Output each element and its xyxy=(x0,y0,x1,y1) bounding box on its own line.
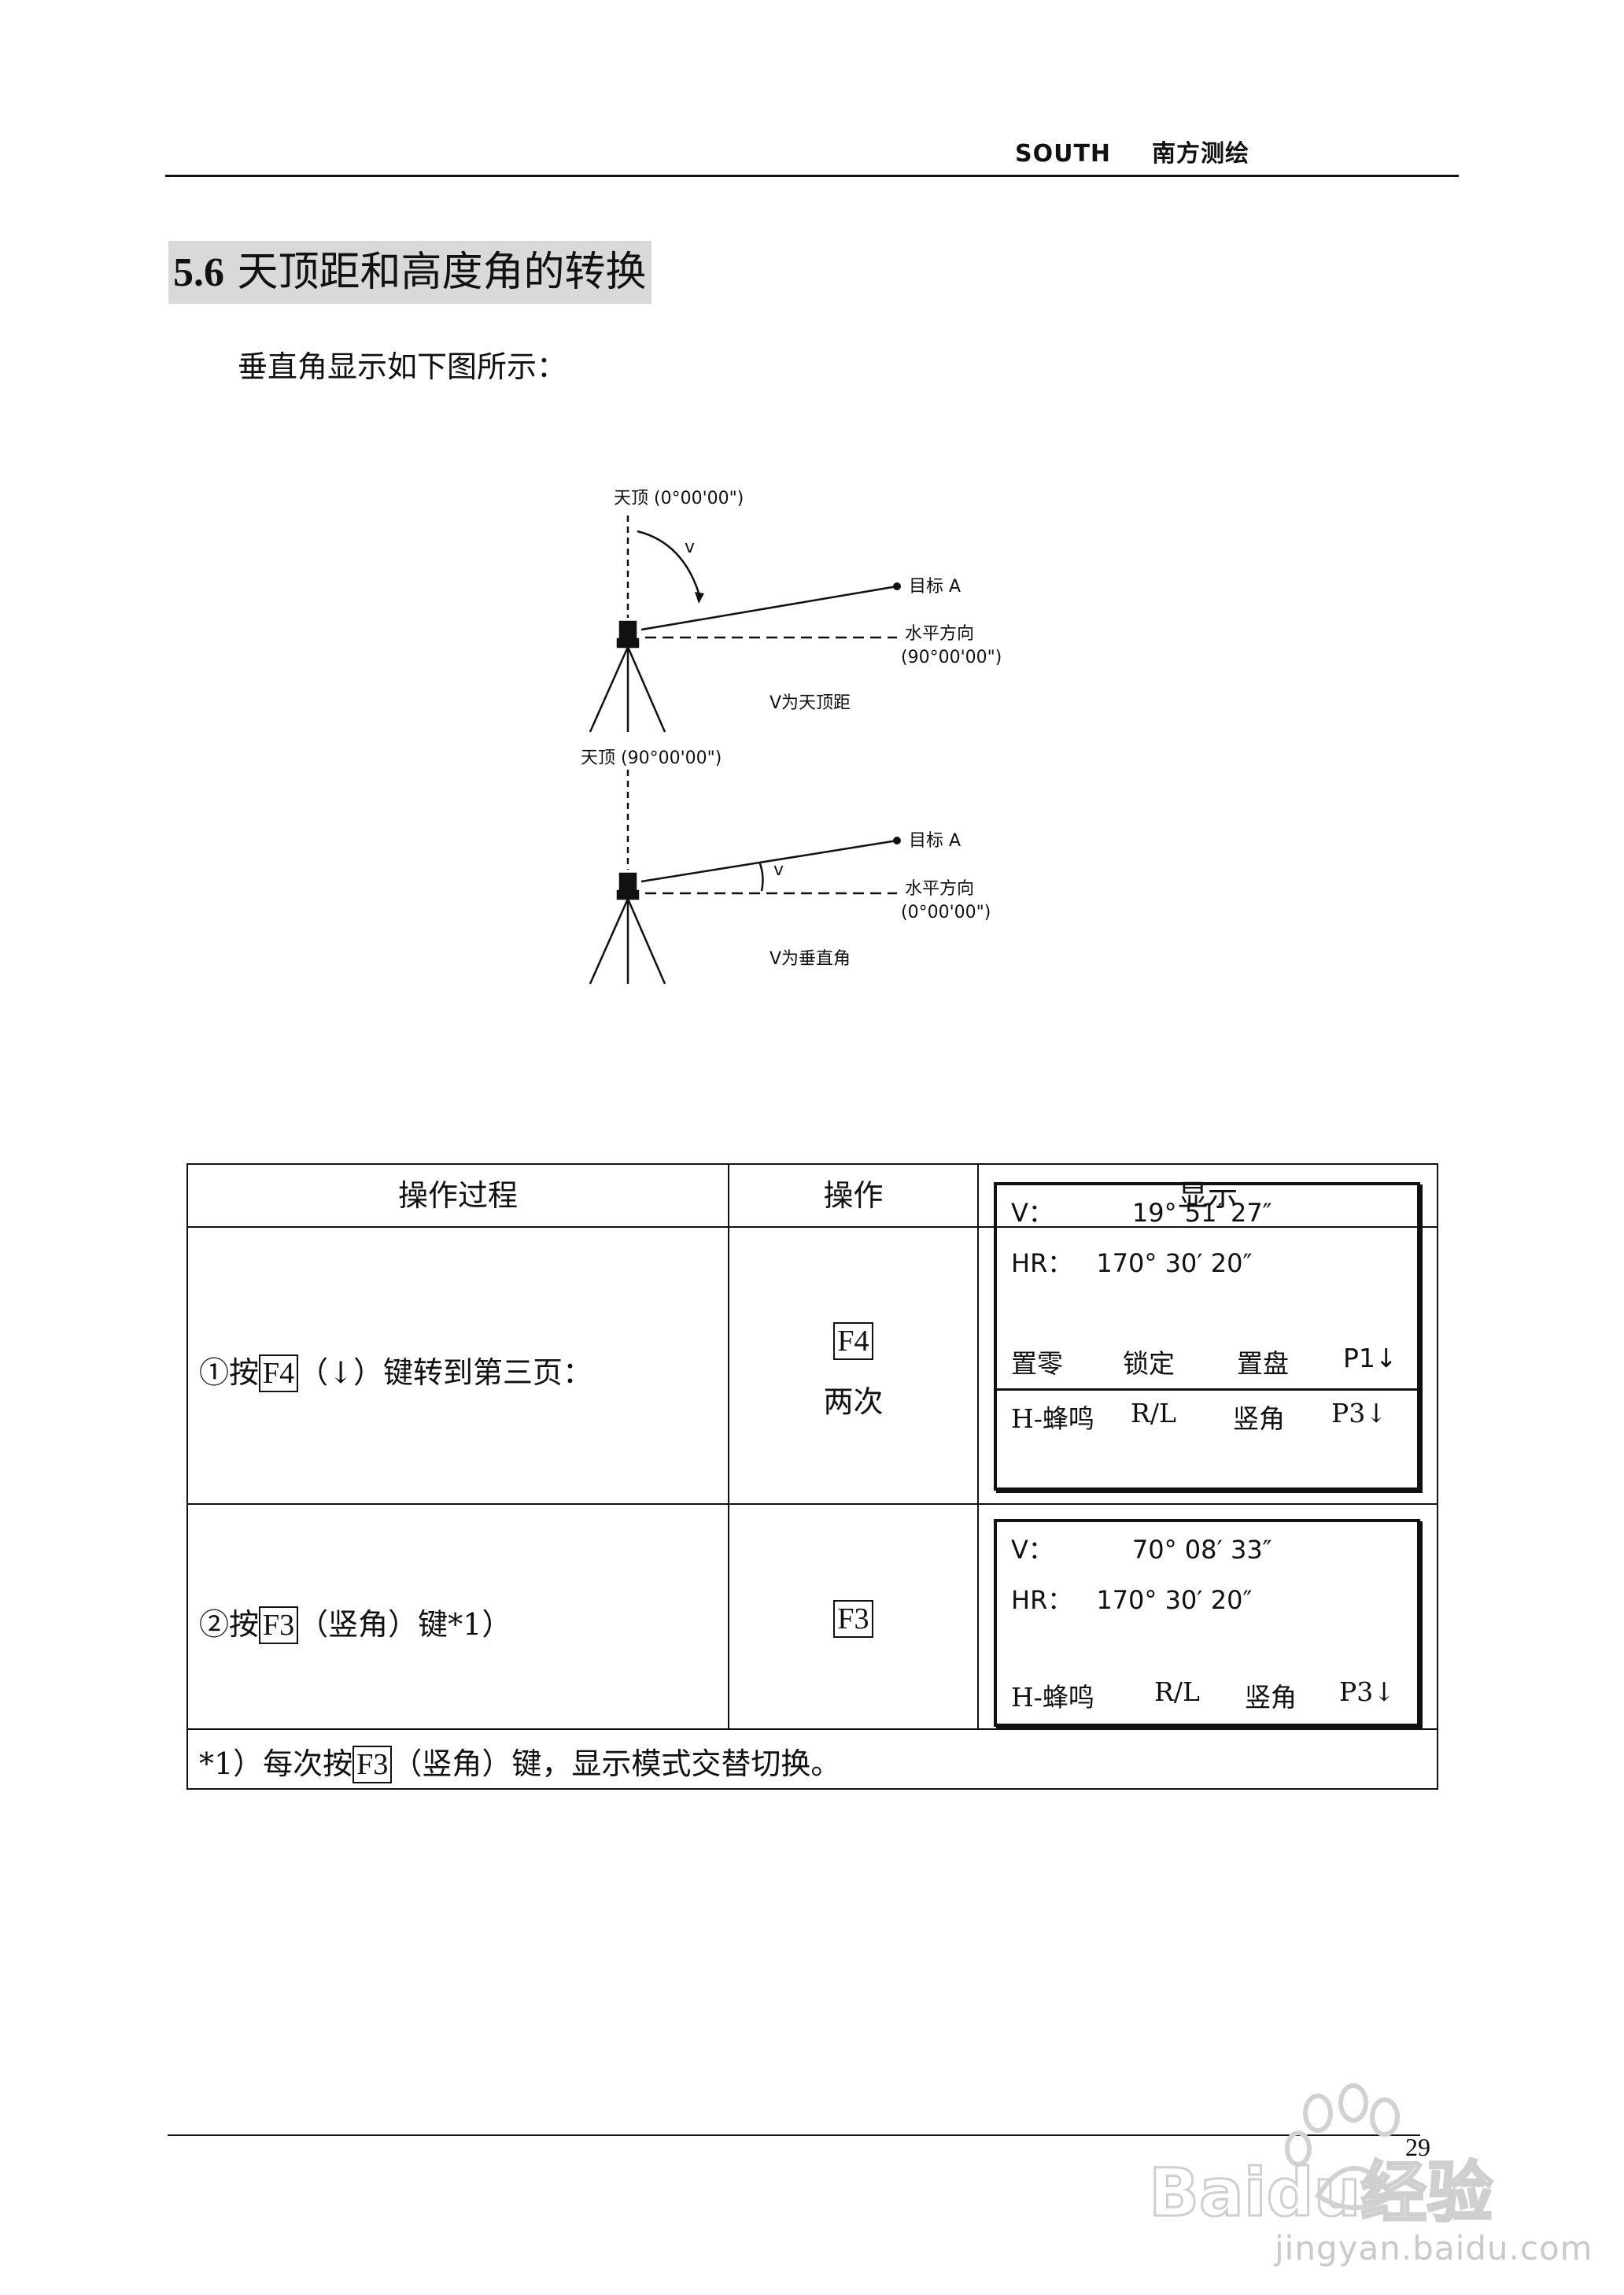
instrument-bottom xyxy=(616,872,640,900)
watermark-logo-text: Baidu经验 xyxy=(1149,2154,1493,2231)
softkey-f3: 置盘 xyxy=(1237,1348,1289,1379)
softkey-f4: P1↓ xyxy=(1343,1343,1397,1373)
step-1-prefix: ①按 xyxy=(199,1355,260,1390)
lcd-v-row: V： 19° 51′ 27″ xyxy=(1011,1193,1272,1229)
tripod-leg-right-bottom xyxy=(626,898,666,985)
intro-paragraph: 垂直角显示如下图所示： xyxy=(238,349,567,384)
horizontal-value-bottom: (0°00'00") xyxy=(901,903,991,922)
sight-line-top xyxy=(640,585,898,631)
f3-key: F3 xyxy=(352,1746,393,1783)
column-divider xyxy=(728,1165,729,1730)
zenith-distance-diagram xyxy=(589,516,898,733)
softkey-f1: 置零 xyxy=(1011,1348,1063,1379)
vertical-angle-figure: 天顶 (0°00'00") v 目标 A 水平方向 (90°00'00") V为… xyxy=(581,489,1002,985)
tripod-leg-left-bottom xyxy=(589,898,629,985)
column-divider xyxy=(977,1165,979,1730)
target-point-bottom xyxy=(893,837,901,844)
softkey-f2: 锁定 xyxy=(1123,1348,1175,1379)
v-label: V： xyxy=(1011,1535,1054,1565)
f4-key: F4 xyxy=(833,1322,873,1360)
footer-rule xyxy=(168,2134,1420,2136)
step-2-prefix: ②按 xyxy=(199,1607,260,1642)
paw-toe-icon xyxy=(1370,2097,1400,2137)
paw-toe-icon xyxy=(1285,2131,1312,2167)
page-number: 29 xyxy=(1405,2133,1430,2161)
step-2-suffix: （竖角）键*1） xyxy=(298,1607,512,1642)
softkey-f1: H-蜂鸣 xyxy=(1011,1682,1094,1713)
footnote-suffix: （竖角）键，显示模式交替切换。 xyxy=(392,1746,841,1781)
lcd-separator xyxy=(997,1388,1417,1391)
header-divider xyxy=(188,1226,1437,1228)
target-point-top xyxy=(893,582,901,590)
section-number: 5.6 xyxy=(173,250,224,295)
zenith-label-top: 天顶 (0°00'00") xyxy=(614,489,744,508)
header-process: 操作过程 xyxy=(397,1178,518,1213)
caption-top: V为天顶距 xyxy=(770,693,851,713)
op-2: F3 xyxy=(729,1600,977,1638)
header-brand: SOUTH 南方测绘 xyxy=(1015,134,1249,168)
tripod-leg-left-top xyxy=(589,646,629,733)
paw-pad-icon xyxy=(1314,2166,1397,2210)
target-label-top: 目标 A xyxy=(909,577,961,597)
baidu-watermark-logo: Baidu经验 xyxy=(1148,2083,1494,2233)
lcd-hr-row: HR： 170° 30′ 20″ xyxy=(1011,1580,1252,1617)
header-operation: 操作 xyxy=(823,1178,884,1213)
header-rule xyxy=(165,175,1459,177)
horizontal-value-top: (90°00'00") xyxy=(901,648,1002,667)
angle-symbol-top: v xyxy=(685,538,695,557)
lcd-display-2: V： 70° 08′ 33″ HR： 170° 30′ 20″ H-蜂鸣 R/L 竖… xyxy=(994,1519,1420,1727)
footnote-prefix: *1）每次按 xyxy=(199,1746,353,1781)
horizontal-label-top: 水平方向 xyxy=(905,624,974,644)
softkey-f3: 竖角 xyxy=(1245,1682,1297,1713)
angle-symbol-bottom: v xyxy=(773,860,784,880)
f3-key: F3 xyxy=(259,1606,299,1644)
softkey-f4: P3↓ xyxy=(1339,1676,1395,1707)
target-label-bottom: 目标 A xyxy=(909,831,961,851)
instrument-top xyxy=(616,620,640,649)
hr-label: HR： xyxy=(1011,1248,1073,1278)
f4-key: F4 xyxy=(259,1354,299,1392)
v-value: 70° 08′ 33″ xyxy=(1131,1535,1272,1565)
paw-toe-icon xyxy=(1338,2083,1368,2123)
hr-value: 170° 30′ 20″ xyxy=(1096,1248,1253,1278)
section-title-text: 天顶距和高度角的转换 xyxy=(237,249,647,296)
zenith-label-bottom: 天顶 (90°00'00") xyxy=(581,748,722,768)
vertical-angle-diagram xyxy=(589,770,898,985)
row-divider xyxy=(188,1728,1437,1730)
arc-arrowhead-top xyxy=(695,592,704,604)
softkey-p3-f2: R/L xyxy=(1131,1398,1176,1428)
op-1: F4 xyxy=(729,1322,977,1360)
v-value: 19° 51′ 27″ xyxy=(1131,1198,1272,1228)
lcd-v-row: V： 70° 08′ 33″ xyxy=(1011,1530,1272,1566)
watermark-url: jingyan.baidu.com xyxy=(1275,2229,1593,2267)
lcd-display-1: V： 19° 51′ 27″ HR： 170° 30′ 20″ 置零 锁定 置盘 P… xyxy=(994,1182,1420,1491)
row-divider xyxy=(188,1503,1437,1505)
step-1-suffix: （↓）键转到第三页： xyxy=(298,1355,592,1390)
v-label: V： xyxy=(1011,1198,1054,1228)
softkey-p3-f3: 竖角 xyxy=(1233,1403,1285,1434)
horizontal-label-bottom: 水平方向 xyxy=(905,879,974,899)
sight-line-bottom xyxy=(640,839,898,883)
hr-label: HR： xyxy=(1011,1585,1073,1615)
section-heading: 5.6 天顶距和高度角的转换 xyxy=(168,241,651,304)
softkey-p3-f1: H-蜂鸣 xyxy=(1011,1403,1094,1434)
softkey-p3-f4: P3↓ xyxy=(1331,1398,1387,1428)
brand-chinese: 南方测绘 xyxy=(1152,140,1250,168)
brand-english: SOUTH xyxy=(1015,140,1112,168)
tripod-leg-right-top xyxy=(626,646,666,733)
caption-bottom: V为垂直角 xyxy=(770,949,851,969)
angle-arc-top xyxy=(637,530,702,599)
f3-key: F3 xyxy=(833,1600,873,1638)
softkey-f2: R/L xyxy=(1154,1676,1200,1707)
hr-value: 170° 30′ 20″ xyxy=(1096,1585,1253,1615)
angle-arc-bottom xyxy=(758,861,764,892)
lcd-hr-row: HR： 170° 30′ 20″ xyxy=(1011,1244,1252,1280)
op-1-note: 两次 xyxy=(823,1384,884,1419)
paw-toe-icon xyxy=(1303,2094,1333,2133)
